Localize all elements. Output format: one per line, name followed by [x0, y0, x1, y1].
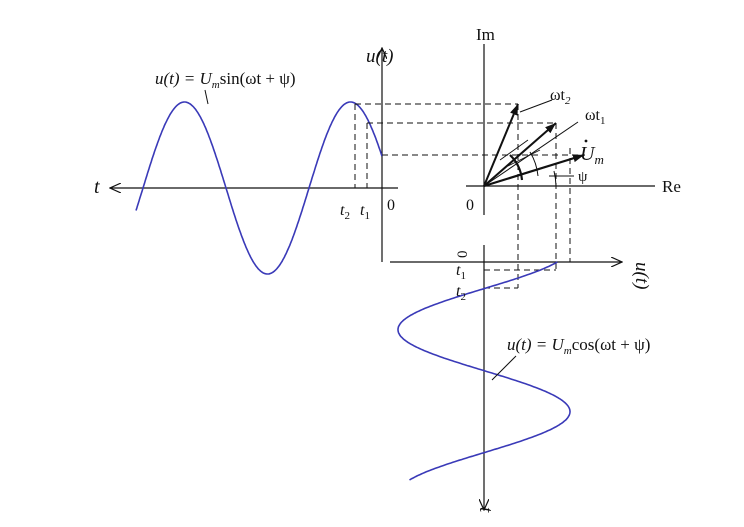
phasor-group: [483, 99, 585, 188]
um-phasor-dot: [584, 139, 588, 143]
t1-marker-left: t1: [360, 202, 370, 222]
phasor-inner-hint-1: [499, 139, 529, 161]
phasor-inner-hint-2: [507, 149, 541, 167]
re-axis-label: Re: [662, 177, 681, 196]
phasor-wt1: [483, 122, 557, 187]
cosine-curve: [397, 261, 571, 481]
cosine-formula-pointer: [491, 355, 517, 381]
phasor-um: [483, 153, 585, 188]
um-phasor-label: Um: [580, 143, 604, 167]
psi-label: ψ: [578, 169, 588, 185]
time-drop-lines: [354, 104, 368, 188]
omega-t2-label: ωt2: [550, 87, 571, 107]
t1-marker-lower: t1: [456, 262, 466, 282]
t-axis-label-left: t: [94, 176, 100, 198]
t2-marker-left: t2: [340, 202, 350, 222]
omega-t2-pointer: [519, 99, 553, 113]
u-axis-label-right: u(t): [631, 262, 652, 289]
omega-t1-label: ωt1: [585, 107, 605, 127]
origin-left-label: 0: [387, 197, 395, 214]
cosine-formula: u(t) = Umcos(ωt + ψ): [507, 335, 650, 357]
vertical-projection-lines: [484, 104, 571, 289]
sine-formula: u(t) = Umsin(ωt + ψ): [155, 69, 296, 91]
sine-curve: [135, 101, 383, 275]
phasor-wt2: [483, 103, 519, 187]
t-axis-label-bottom: t: [475, 507, 496, 513]
phase-arc-mid: [529, 151, 539, 177]
horizontal-projection-lines: [355, 103, 585, 156]
origin-lower-label: 0: [455, 251, 471, 259]
sine-formula-pointer: [204, 89, 209, 105]
u-axis-label-top: u(t): [366, 46, 393, 67]
origin-phasor-label: 0: [466, 197, 474, 214]
im-axis-label: Im: [476, 25, 495, 44]
t2-marker-lower: t2: [456, 283, 466, 303]
